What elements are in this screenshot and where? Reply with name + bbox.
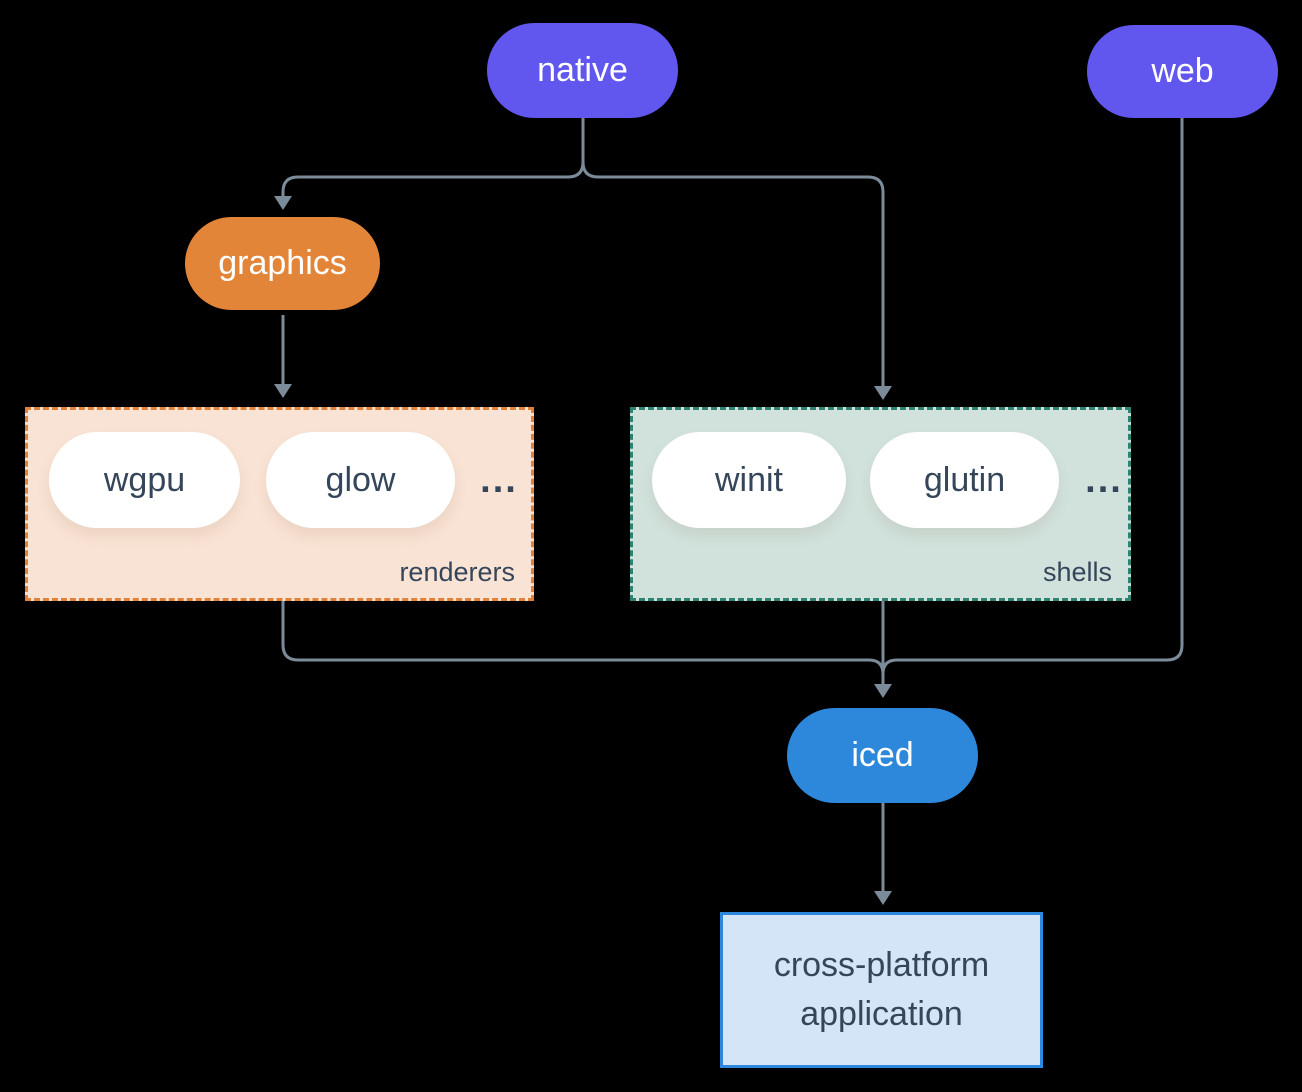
ellipsis-more-renderers: ...: [480, 458, 518, 501]
node-web: web: [1087, 25, 1278, 118]
arrow-down-icon: [874, 386, 892, 400]
node-glutin: glutin: [870, 432, 1059, 528]
group-renderers: wgpu glow ... renderers: [25, 407, 534, 601]
group-label-renderers: renderers: [399, 557, 515, 587]
edge-renderers-to-merge: [281, 601, 885, 675]
node-wgpu: wgpu: [49, 432, 240, 528]
edge-web-to-merge: [881, 118, 1184, 675]
node-winit: winit: [652, 432, 846, 528]
node-glow: glow: [266, 432, 455, 528]
edge-native-to-shells: [581, 161, 885, 386]
arrow-down-icon: [274, 384, 292, 398]
arrow-down-icon: [874, 684, 892, 698]
ellipsis-more-shells: ...: [1085, 458, 1123, 501]
group-shells: winit glutin ... shells: [630, 407, 1131, 601]
node-graphics: graphics: [185, 217, 380, 310]
application-label: cross-platform application: [773, 945, 990, 1033]
node-iced: iced: [787, 708, 978, 803]
node-native: native: [487, 23, 678, 118]
arrow-down-icon: [874, 891, 892, 905]
edge-native-to-graphics: [281, 118, 585, 196]
arrow-down-icon: [274, 196, 292, 210]
group-label-shells: shells: [1042, 557, 1112, 587]
node-cross-platform-application: cross-platform application: [720, 912, 1043, 1068]
